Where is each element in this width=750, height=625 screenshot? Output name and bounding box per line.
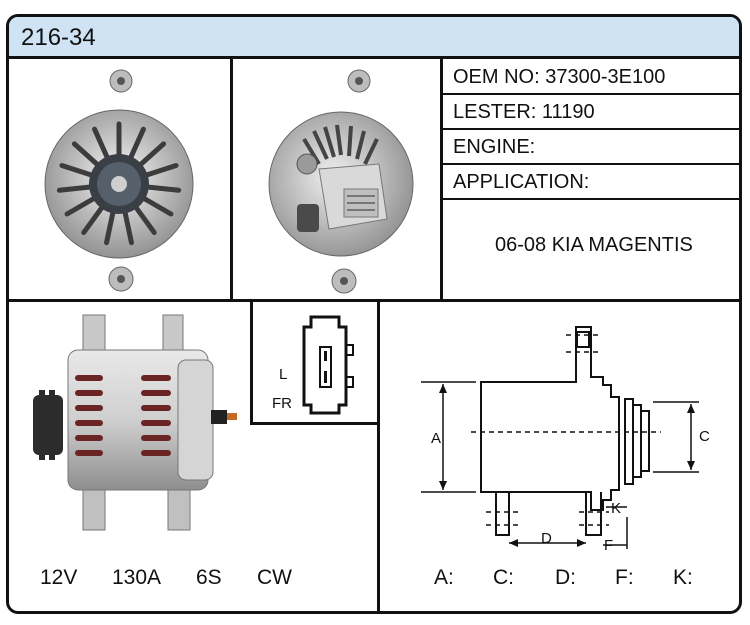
info-row-line [443,163,739,165]
vehicle-application: 06-08 KIA MAGENTIS [495,234,693,256]
info-row-line [443,198,739,200]
connector-diagram: L FR [272,315,354,415]
dimension-f-value: F: [615,566,634,589]
col-divider-2 [440,59,443,299]
alternator-rear-photo [268,69,414,294]
spec-card: 216-34 OEM NO: 37300-3E100 LESTER: 11190… [6,14,742,614]
dimension-drawing: A C D F K [421,326,710,554]
alternator-front-photo [44,69,194,292]
col-divider-1 [230,59,233,299]
voltage-spec: 12V [40,566,78,589]
info-row-line [443,93,739,95]
dimension-f-label: F [604,537,613,554]
pulley-spec: 6S [196,566,222,589]
oem-number: OEM NO: 37300-3E100 [453,66,666,88]
dimension-a-value: A: [434,566,454,589]
engine-label: ENGINE: [453,136,536,158]
dimension-c-label: C [699,428,710,445]
header-bar: 216-34 [9,17,739,59]
info-row-line [443,128,739,130]
alternator-side-photo [33,314,237,531]
dimension-a-label: A [431,430,441,447]
rotation-spec: CW [257,566,292,589]
dimension-d-value: D: [555,566,576,589]
dimension-d-label: D [541,530,552,547]
dimension-k-label: K [611,500,621,517]
lester-number: LESTER: 11190 [453,101,595,123]
row-divider [9,299,739,302]
application-label: APPLICATION: [453,171,590,193]
dimension-k-value: K: [673,566,693,589]
connector-bottom-line [250,422,380,425]
amperage-spec: 130A [112,566,162,589]
connector-left-line [250,302,253,425]
dimension-c-value: C: [493,566,514,589]
col-divider-3 [377,302,380,611]
connector-pin-fr: FR [272,395,292,412]
part-number: 216-34 [21,24,96,51]
connector-pin-l: L [279,366,287,383]
